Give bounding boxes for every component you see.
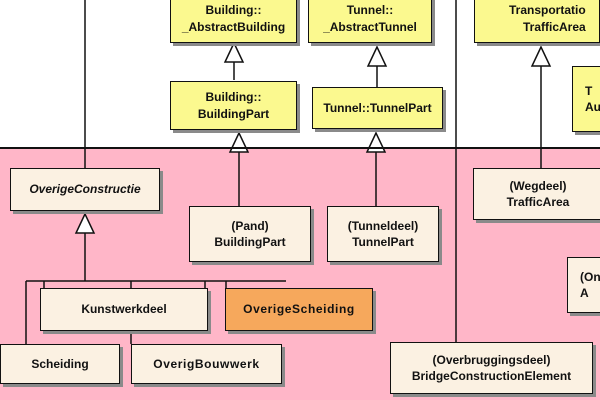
class-package-label: T bbox=[585, 83, 593, 98]
class-name-label: _AbstractTunnel bbox=[323, 19, 417, 34]
generalization-arrow-abstractbuilding bbox=[223, 41, 245, 63]
class-overige-constructie[interactable]: OverigeConstructie bbox=[10, 168, 160, 211]
class-name-label: BridgeConstructionElement bbox=[411, 369, 572, 383]
class-alias-label: (On bbox=[580, 269, 600, 284]
class-name-label: BuildingPart bbox=[197, 106, 270, 121]
class-name-label: TrafficArea bbox=[523, 19, 586, 34]
class-alias-label: (Wegdeel) bbox=[509, 178, 567, 193]
class-package-label: Building:: bbox=[205, 3, 262, 18]
class-alias-label: (Tunneldeel) bbox=[347, 218, 419, 233]
package-divider bbox=[0, 147, 600, 149]
class-name-label: TunnelPart bbox=[352, 235, 414, 249]
class-wegdeel-trafficarea[interactable]: (Wegdeel) TrafficArea bbox=[473, 168, 600, 220]
class-name-label: Au bbox=[585, 100, 600, 114]
class-name-label: OverigBouwwerk bbox=[153, 356, 260, 371]
class-clipped-right-top[interactable]: T Au bbox=[572, 66, 600, 132]
class-kunstwerkdeel[interactable]: Kunstwerkdeel bbox=[40, 288, 208, 331]
class-building-buildingpart[interactable]: Building:: BuildingPart bbox=[170, 81, 297, 130]
class-transportation-trafficarea[interactable]: Transportatio TrafficArea bbox=[474, 0, 600, 43]
class-name-label: Kunstwerkdeel bbox=[81, 302, 167, 317]
class-pand-buildingpart[interactable]: (Pand) BuildingPart bbox=[189, 206, 311, 262]
class-overig-bouwwerk[interactable]: OverigBouwwerk bbox=[131, 344, 282, 384]
generalization-arrow-trafficarea bbox=[530, 45, 552, 67]
class-abstract-tunnel[interactable]: Tunnel:: _AbstractTunnel bbox=[308, 0, 432, 43]
class-overige-scheiding[interactable]: OverigeScheiding bbox=[225, 288, 373, 331]
class-clipped-right-bottom[interactable]: (On A bbox=[567, 257, 600, 313]
class-scheiding[interactable]: Scheiding bbox=[0, 344, 120, 384]
class-name-label: _AbstractBuilding bbox=[181, 19, 286, 34]
class-name-label: Scheiding bbox=[31, 356, 89, 371]
generalization-arrow-abstracttunnel bbox=[366, 45, 388, 67]
generalization-arrow-tunnelpart bbox=[365, 131, 387, 153]
class-package-label: Transportatio bbox=[509, 3, 586, 18]
class-name-label: TrafficArea bbox=[506, 195, 570, 209]
generalization-arrow-buildingpart bbox=[228, 131, 250, 153]
class-name-label: Tunnel::TunnelPart bbox=[323, 100, 432, 115]
class-name-label: A bbox=[580, 286, 589, 300]
class-alias-label: (Overbruggingsdeel) bbox=[432, 352, 551, 367]
class-package-label: Building:: bbox=[205, 90, 262, 105]
class-abstract-building[interactable]: Building:: _AbstractBuilding bbox=[170, 0, 297, 43]
class-package-label: Tunnel:: bbox=[346, 3, 394, 18]
class-name-label: OverigeScheiding bbox=[243, 302, 355, 317]
generalization-arrow-overigeconstructie bbox=[74, 212, 96, 234]
class-tunneldeel-tunnelpart[interactable]: (Tunneldeel) TunnelPart bbox=[327, 206, 439, 262]
class-overbruggingsdeel-bridgeconstructionelement[interactable]: (Overbruggingsdeel) BridgeConstructionEl… bbox=[390, 342, 593, 394]
class-name-label: OverigeConstructie bbox=[29, 182, 141, 197]
class-tunnel-tunnelpart[interactable]: Tunnel::TunnelPart bbox=[312, 87, 443, 129]
class-name-label: BuildingPart bbox=[214, 235, 286, 249]
class-alias-label: (Pand) bbox=[231, 218, 269, 233]
